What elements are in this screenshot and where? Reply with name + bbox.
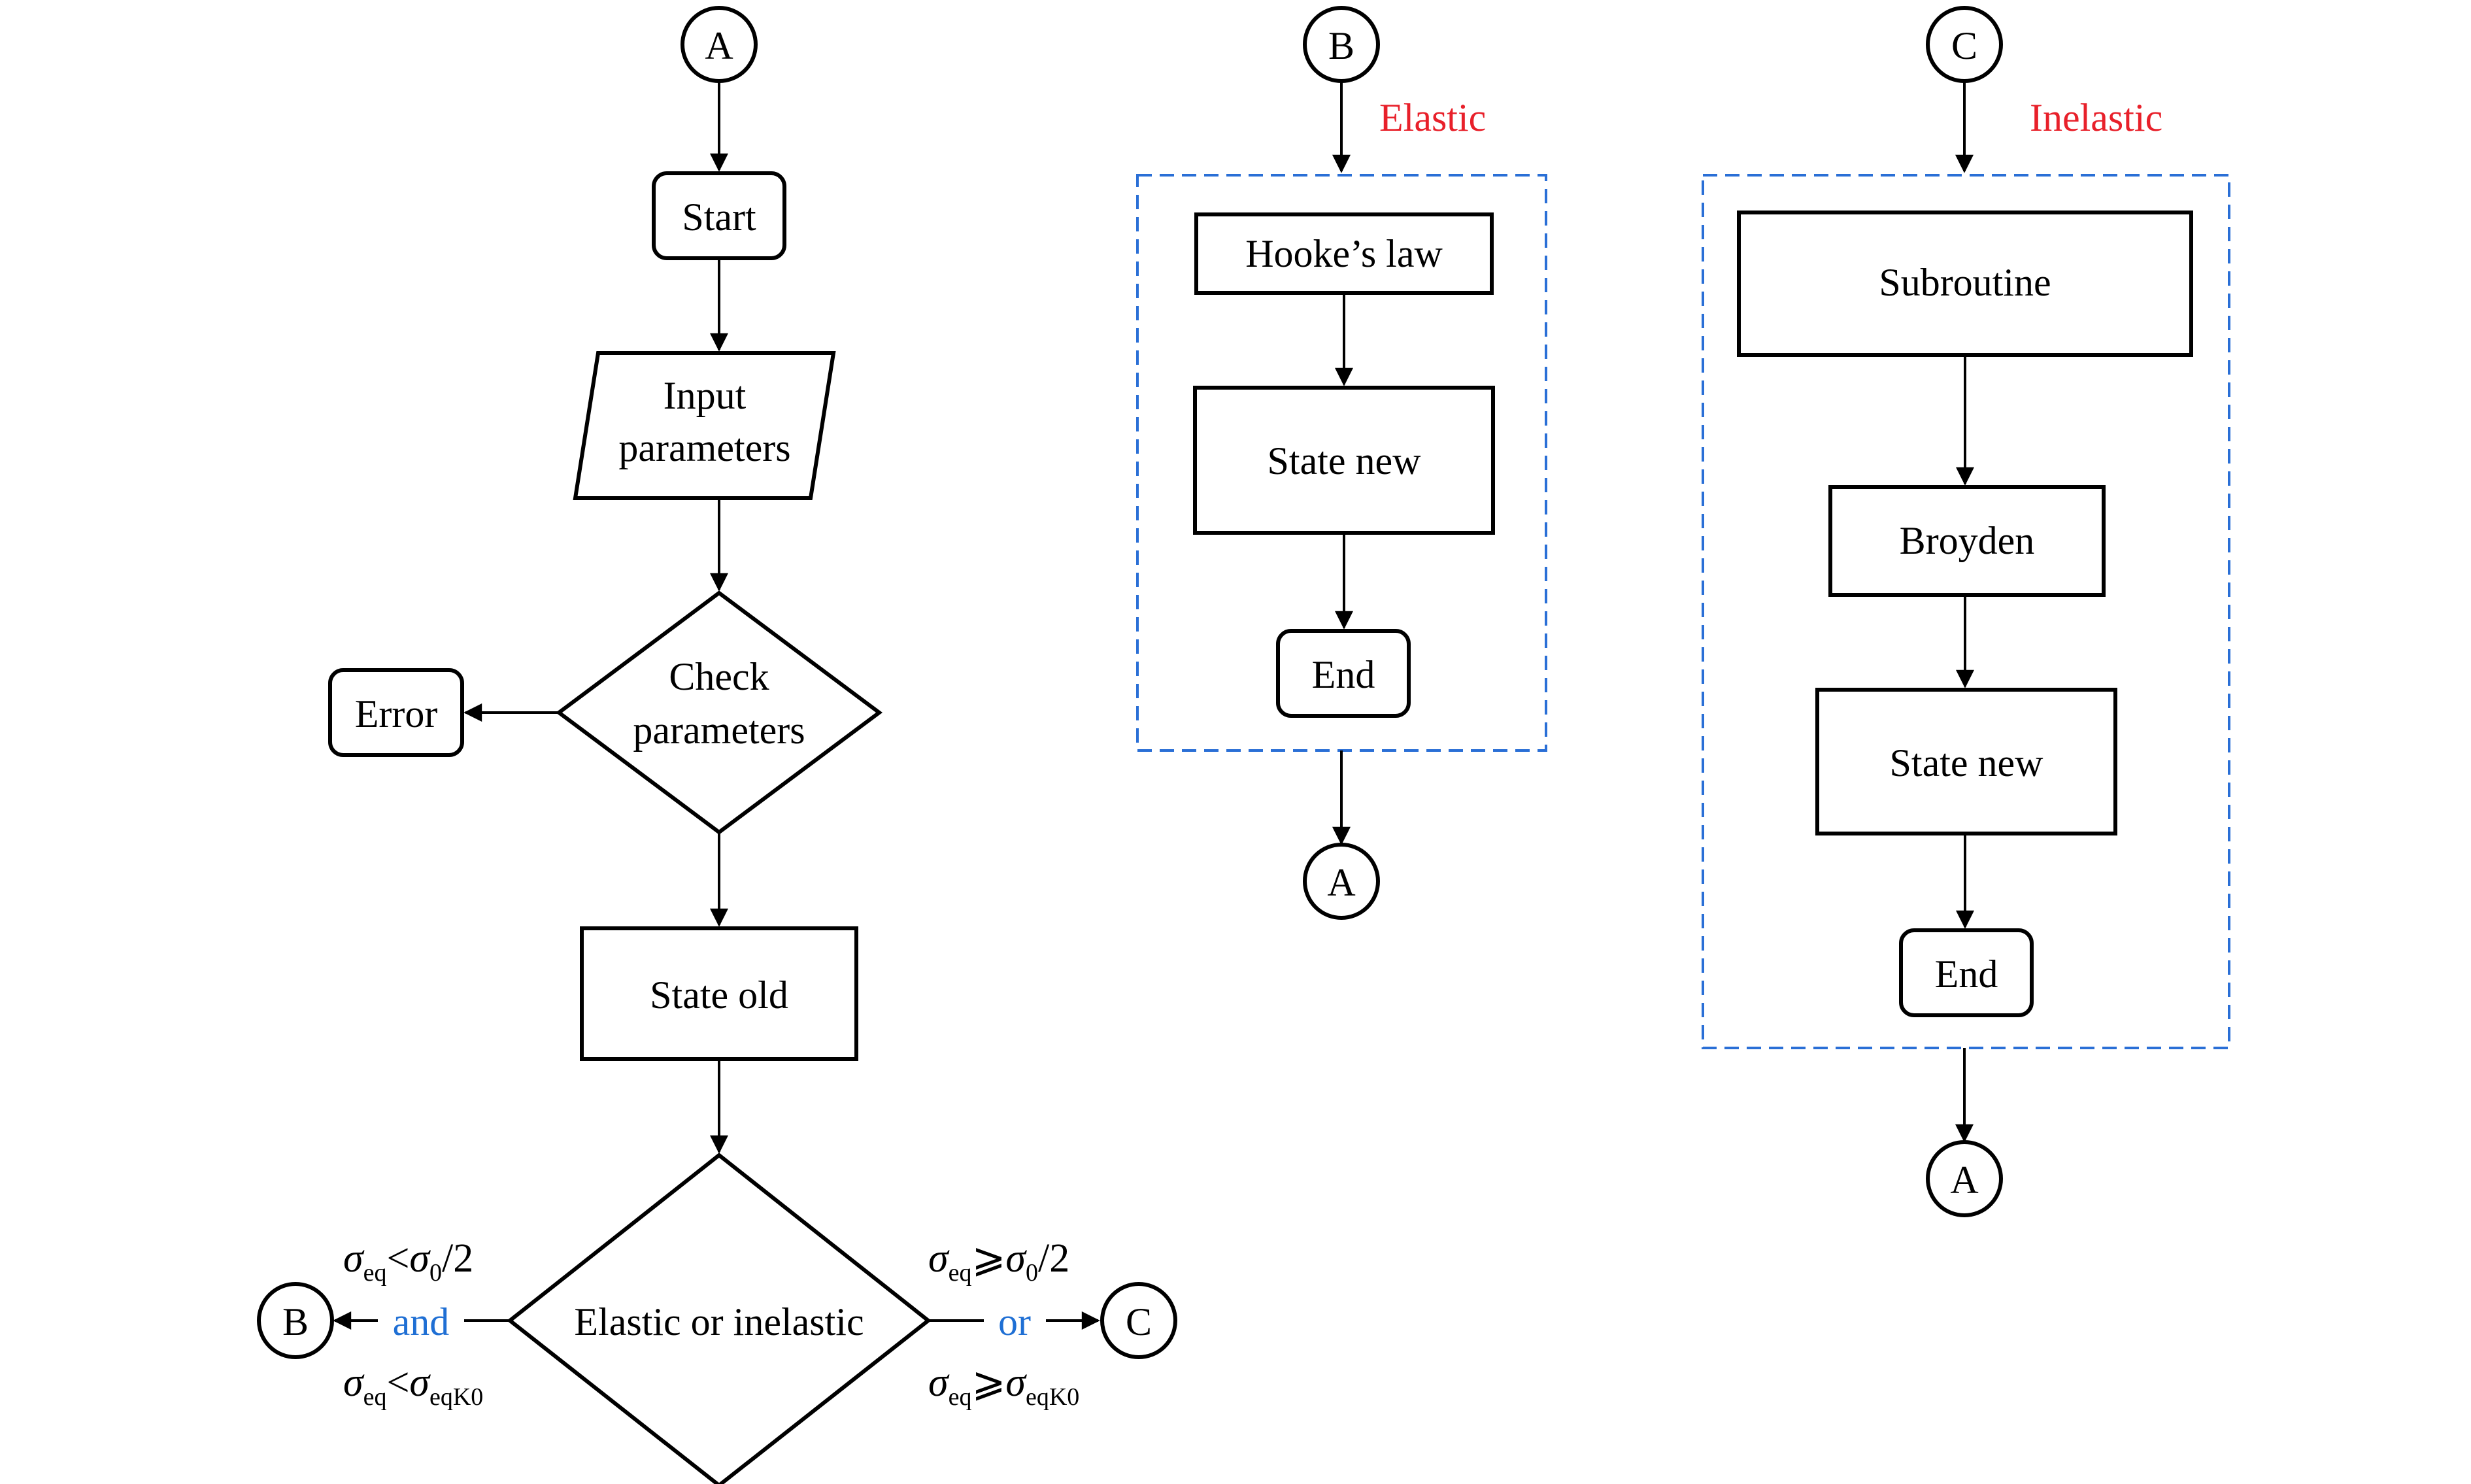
svg-text:Start: Start: [682, 195, 756, 239]
elastic-state-new-node: State new: [1193, 386, 1495, 535]
svg-text:B: B: [282, 1300, 309, 1343]
condition-inelastic-1: σeq⩾σ0/2: [928, 1236, 1069, 1287]
hookes-law-node: Hooke’s law: [1194, 212, 1494, 295]
check-parameters-node: Check parameters: [555, 590, 883, 835]
svg-text:C: C: [1126, 1300, 1152, 1343]
svg-text:State new: State new: [1890, 741, 2044, 784]
condition-elastic-1: σeq<σ0/2: [343, 1236, 473, 1287]
state-old-node: State old: [580, 926, 858, 1061]
svg-text:Hooke’s law: Hooke’s law: [1245, 232, 1443, 275]
inelastic-state-new-node: State new: [1815, 688, 2117, 835]
inelastic-label: Inelastic: [2030, 96, 2162, 139]
inelastic-dashed-box: [1702, 174, 2230, 1049]
connector-a-top: A: [681, 6, 758, 83]
connector-c-top: C: [1926, 6, 2003, 83]
input-parameters-node: Input parameters: [573, 351, 836, 500]
svg-text:A: A: [1950, 1158, 1978, 1202]
broyden-node: Broyden: [1828, 485, 2106, 597]
elastic-label: Elastic: [1379, 96, 1486, 139]
svg-text:Broyden: Broyden: [1900, 519, 2035, 562]
elastic-or-inelastic-decision: Elastic or inelastic: [507, 1153, 932, 1484]
svg-text:Subroutine: Subroutine: [1879, 261, 2051, 304]
svg-text:State new: State new: [1268, 439, 1422, 482]
subroutine-node: Subroutine: [1737, 211, 2193, 357]
svg-text:C: C: [1951, 24, 1977, 67]
svg-text:parameters: parameters: [633, 709, 805, 752]
connector-a-after-elastic: A: [1303, 843, 1380, 920]
and-label: and: [393, 1300, 450, 1343]
error-node: Error: [328, 668, 464, 757]
connector-b-left: B: [257, 1282, 334, 1359]
condition-elastic-2: σeq<σeqK0: [343, 1360, 483, 1411]
svg-text:Check: Check: [669, 655, 769, 698]
svg-text:B: B: [1328, 24, 1354, 67]
connector-b-top: B: [1303, 6, 1380, 83]
svg-text:parameters: parameters: [618, 426, 790, 469]
condition-inelastic-2: σeq⩾σeqK0: [928, 1360, 1079, 1411]
svg-text:State old: State old: [650, 973, 788, 1017]
start-node: Start: [652, 171, 786, 260]
svg-text:End: End: [1935, 953, 1998, 996]
or-label: or: [998, 1300, 1031, 1343]
inelastic-end-node: End: [1899, 928, 2034, 1017]
svg-text:End: End: [1312, 653, 1375, 696]
connector-a-after-inelastic: A: [1926, 1140, 2003, 1217]
svg-text:Elastic or inelastic: Elastic or inelastic: [574, 1300, 864, 1343]
svg-text:Error: Error: [355, 692, 438, 735]
svg-text:Input: Input: [664, 374, 747, 417]
elastic-end-node: End: [1276, 629, 1411, 718]
svg-text:A: A: [705, 24, 733, 67]
svg-text:A: A: [1327, 861, 1355, 904]
connector-c-right: C: [1100, 1282, 1177, 1359]
